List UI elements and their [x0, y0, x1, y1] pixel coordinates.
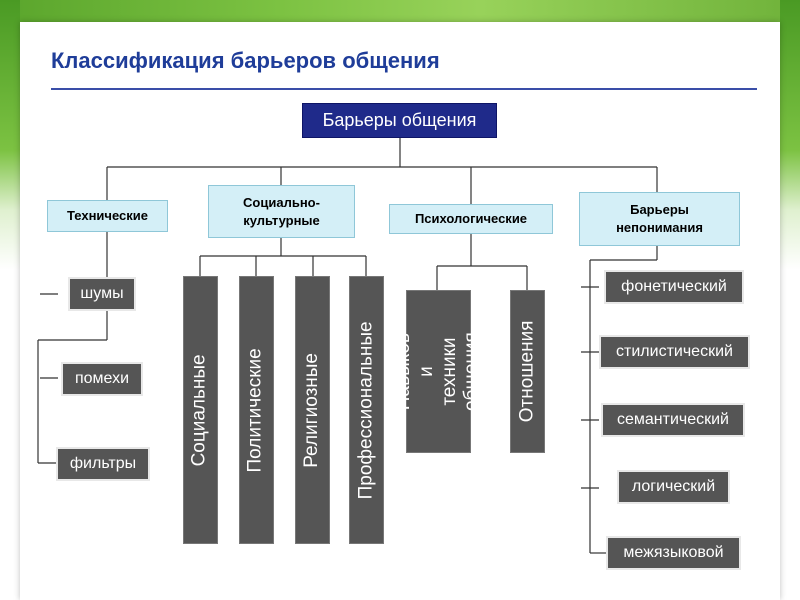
item-label: шумы	[80, 285, 124, 302]
category-psychological: Психологические	[389, 204, 553, 234]
category-misunderstanding-label: Барьеры непонимания	[616, 202, 703, 235]
item-label: Политические	[245, 347, 267, 473]
misunderstanding-item-stylistic: стилистический	[599, 335, 750, 369]
sociocultural-item-professional: Профессиональные	[349, 276, 384, 544]
background-left-edge	[0, 0, 20, 600]
sociocultural-item-political: Политические	[239, 276, 274, 544]
item-label: помехи	[74, 370, 130, 387]
item-label: фильтры	[69, 455, 137, 472]
item-label: стилистический	[616, 343, 733, 360]
item-label: Навыков и техники общения	[392, 332, 483, 411]
misunderstanding-item-logical: логический	[617, 470, 730, 504]
item-label: Религиозные	[301, 352, 323, 468]
item-label: Отношения	[516, 320, 538, 423]
misunderstanding-item-semantic: семантический	[601, 403, 745, 437]
category-technical: Технические	[47, 200, 168, 232]
item-label: Профессиональные	[355, 321, 377, 499]
technical-item-filters: фильтры	[56, 447, 150, 481]
category-misunderstanding: Барьеры непонимания	[579, 192, 740, 246]
category-technical-label: Технические	[67, 208, 148, 224]
category-psychological-label: Психологические	[414, 211, 528, 227]
item-label: логический	[631, 478, 716, 495]
title-underline	[51, 88, 757, 90]
item-label: семантический	[616, 411, 729, 428]
background-right-edge	[780, 0, 800, 600]
item-label: фонетический	[621, 278, 727, 295]
technical-item-interference: помехи	[61, 362, 143, 396]
sociocultural-item-religious: Религиозные	[295, 276, 330, 544]
slide-title: Классификация барьеров общения	[51, 48, 440, 73]
technical-item-noise: шумы	[68, 277, 136, 311]
psychological-item-skills: Навыков и техники общения	[393, 290, 482, 453]
root-label: Барьеры общения	[322, 110, 477, 130]
root-node: Барьеры общения	[302, 103, 497, 138]
item-label: межязыковой	[623, 544, 724, 561]
sociocultural-item-social: Социальные	[183, 276, 218, 544]
category-sociocultural: Социально- культурные	[208, 185, 355, 238]
misunderstanding-item-phonetic: фонетический	[604, 270, 744, 304]
item-label: Социальные	[189, 353, 211, 467]
psychological-item-relations: Отношения	[510, 290, 545, 453]
misunderstanding-item-interlingual: межязыковой	[606, 536, 741, 570]
category-sociocultural-label: Социально- культурные	[243, 194, 320, 228]
